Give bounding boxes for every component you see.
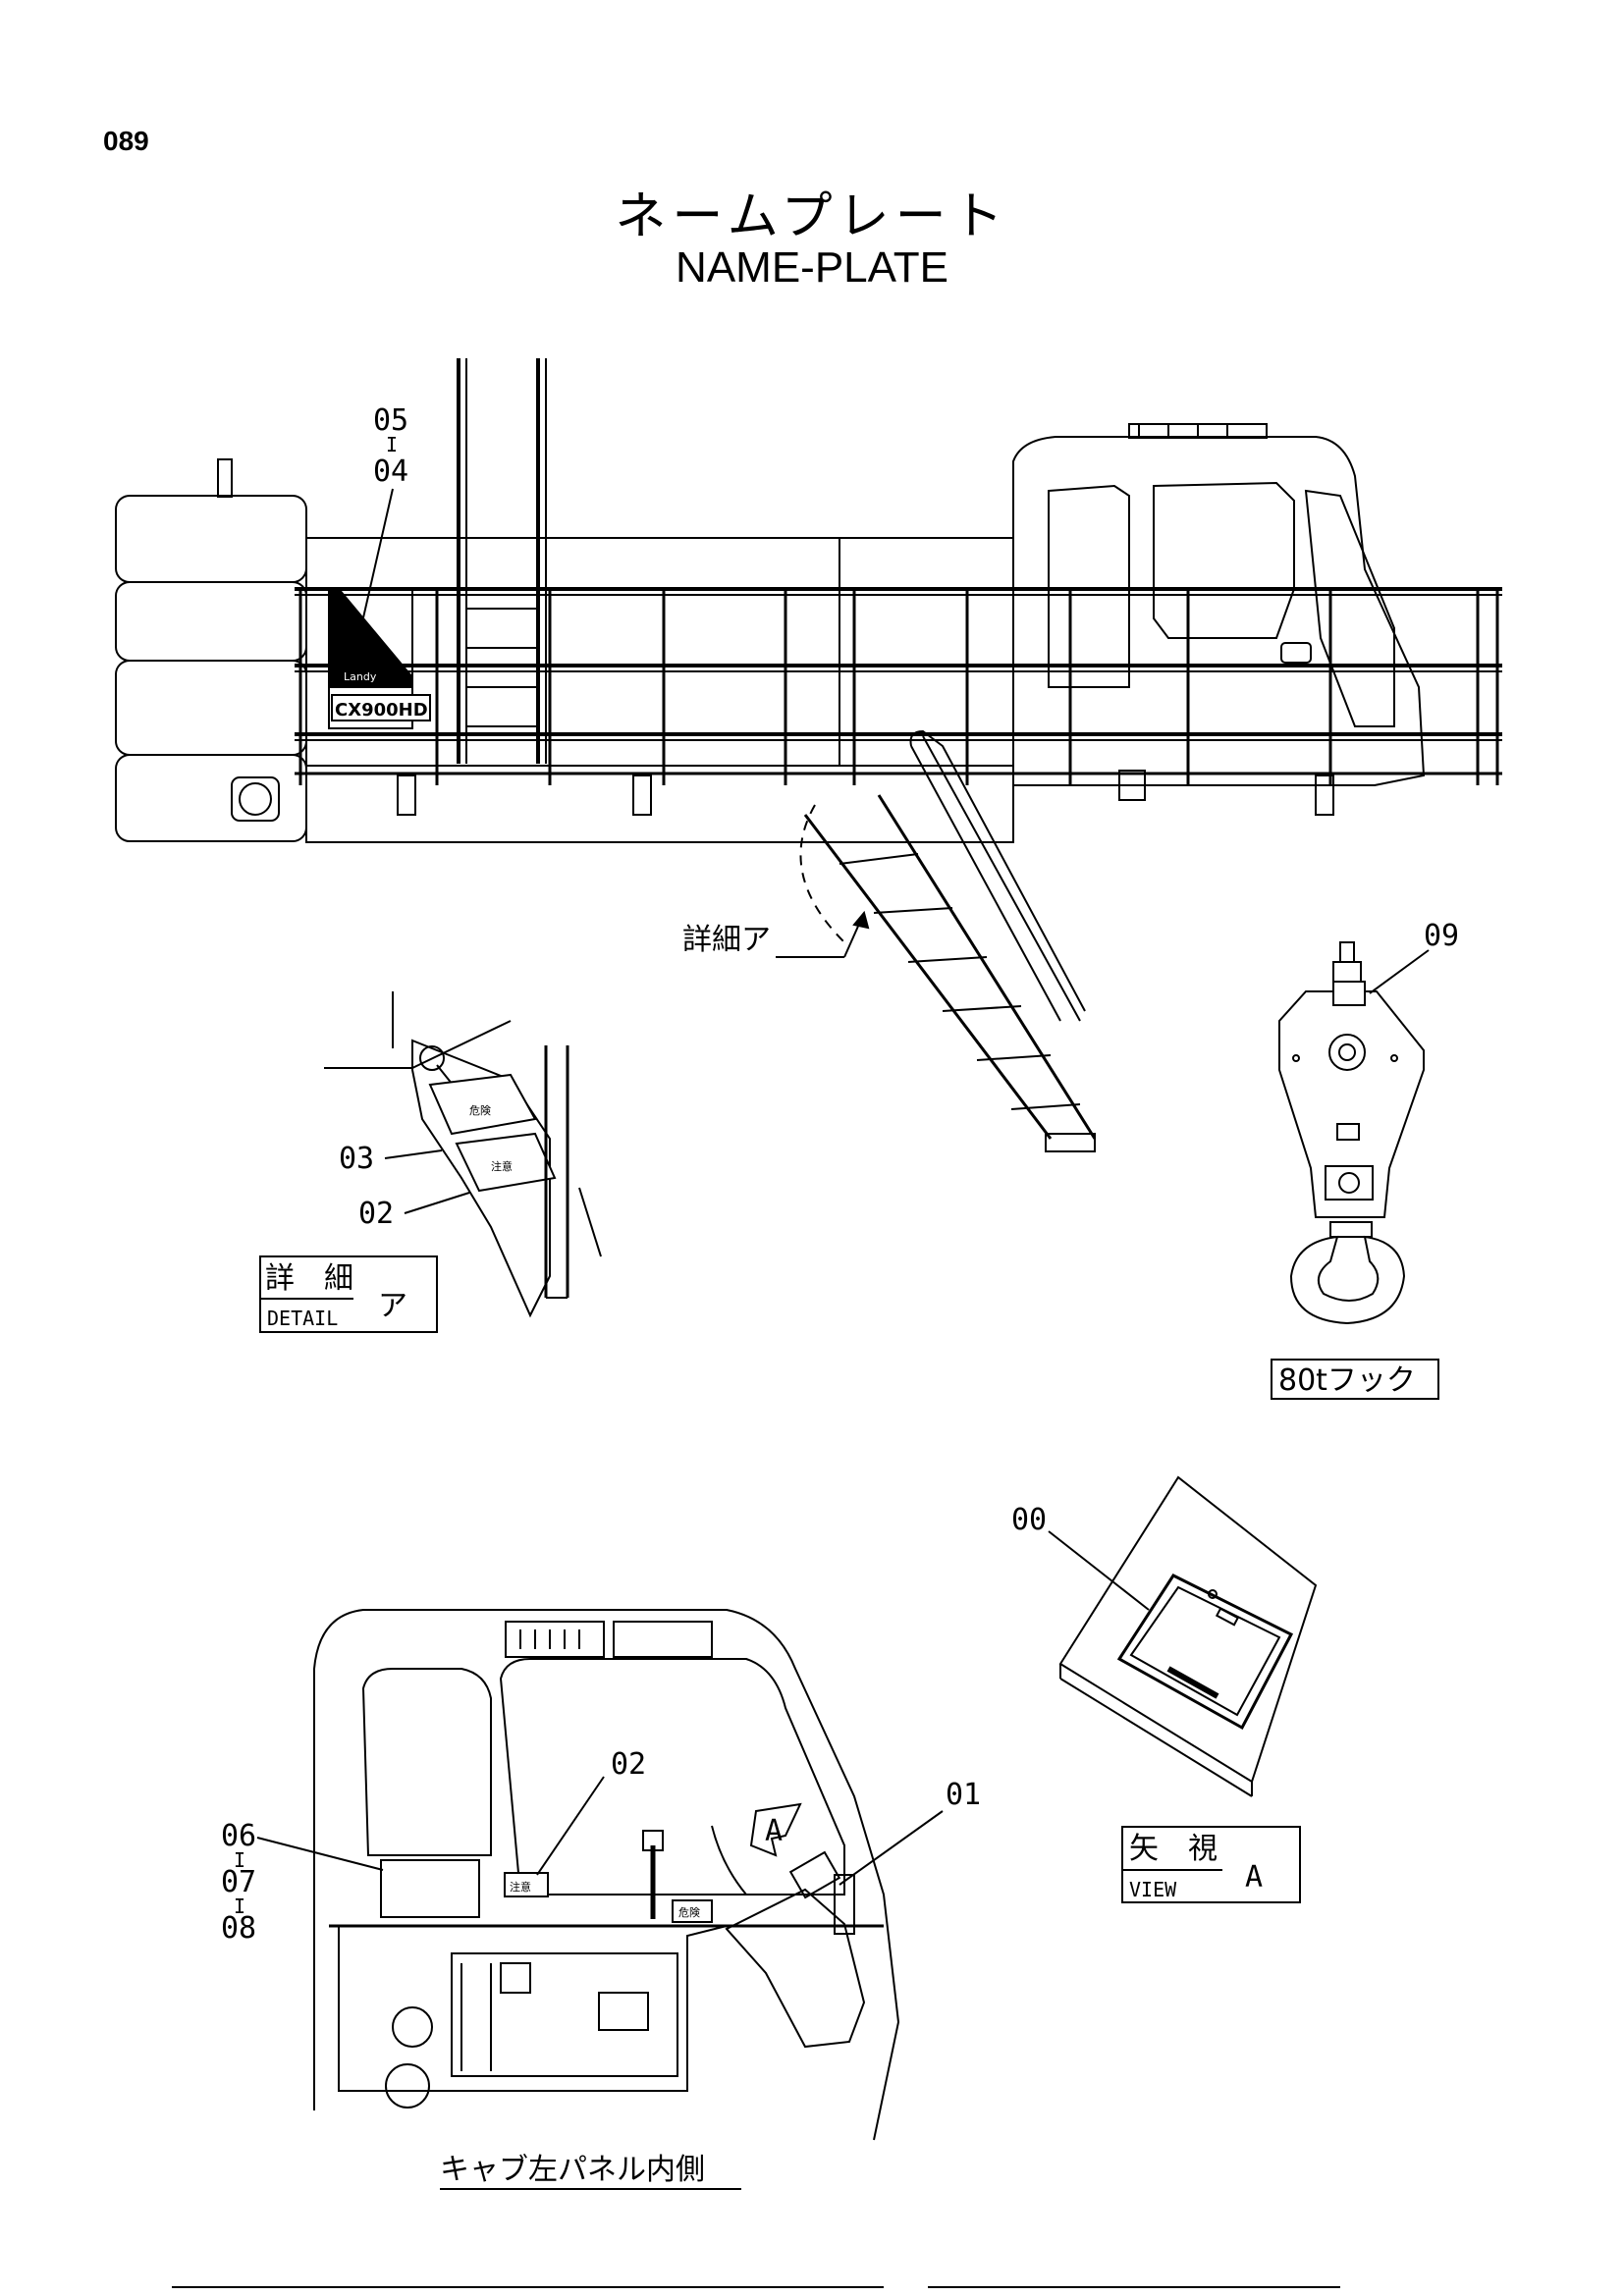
hook-caption: 80tフック xyxy=(1278,1363,1416,1398)
callout-01: 01 xyxy=(946,1778,981,1812)
view-box-jp-left: 矢 xyxy=(1129,1832,1159,1866)
page-number: 089 xyxy=(103,126,149,156)
leader-06-07-08 xyxy=(256,1837,384,1871)
cab-caution-plate: 注意 xyxy=(510,1880,531,1894)
callout-08: 08 xyxy=(221,1911,256,1946)
hook-block-drawing xyxy=(1278,941,1425,1325)
callout-dash-05-04: I xyxy=(386,433,398,456)
cab-caption: キャブ左パネル内側 xyxy=(440,2153,705,2187)
title-japanese: ネームプレート xyxy=(615,187,1009,246)
detail-caution-plate: 注意 xyxy=(491,1159,513,1173)
leader-00 xyxy=(1048,1530,1150,1611)
detail-label-box: 詳 細 DETAIL ア xyxy=(259,1255,438,1333)
model-plate-text: CX900HD xyxy=(335,700,428,721)
view-label-box: 矢 視 VIEW A xyxy=(1121,1826,1301,1903)
view-a-drawing xyxy=(1058,1475,1318,1797)
detail-a-drawing: 危険 注意 xyxy=(324,991,602,1318)
detail-box-jp-right: 細 xyxy=(324,1261,353,1296)
leader-01 xyxy=(839,1810,944,1886)
leader-03 xyxy=(384,1149,443,1159)
callout-dash-07-08: I xyxy=(234,1895,245,1918)
callout-06: 06 xyxy=(221,1819,256,1853)
crane-side-view: Landy CX900HD xyxy=(115,358,1502,1152)
callout-04: 04 xyxy=(373,454,408,489)
callout-dash-06-07: I xyxy=(234,1848,245,1872)
view-box-en: VIEW xyxy=(1129,1878,1177,1901)
callout-05: 05 xyxy=(373,403,408,438)
hook-caption-box xyxy=(1271,1359,1439,1400)
callout-00: 00 xyxy=(1011,1503,1047,1537)
title-english: NAME-PLATE xyxy=(676,243,948,292)
view-box-letter: A xyxy=(1245,1860,1263,1895)
leader-04 xyxy=(355,488,394,649)
detail-reference-label: 詳細ア xyxy=(682,923,771,957)
callout-02-detail: 02 xyxy=(358,1197,394,1231)
detail-box-en: DETAIL xyxy=(267,1307,338,1330)
cab-danger-plate: 危険 xyxy=(678,1906,700,1919)
view-a-arrow-letter: A xyxy=(765,1814,783,1848)
cab-interior-drawing: 注意 危険 A xyxy=(313,1609,900,2141)
leader-09 xyxy=(1369,949,1430,994)
callout-07: 07 xyxy=(221,1865,256,1899)
brand-plate-text: Landy xyxy=(344,670,377,683)
callout-09: 09 xyxy=(1424,919,1459,953)
leader-02-cab xyxy=(536,1776,605,1876)
detail-box-jp-left: 詳 xyxy=(265,1261,295,1296)
detail-danger-plate: 危険 xyxy=(469,1104,491,1117)
view-box-jp-right: 視 xyxy=(1188,1832,1218,1866)
leader-02-detail xyxy=(404,1192,470,1214)
callout-02-cab: 02 xyxy=(611,1747,646,1782)
callout-03: 03 xyxy=(339,1142,374,1176)
detail-box-letter: ア xyxy=(378,1289,407,1323)
